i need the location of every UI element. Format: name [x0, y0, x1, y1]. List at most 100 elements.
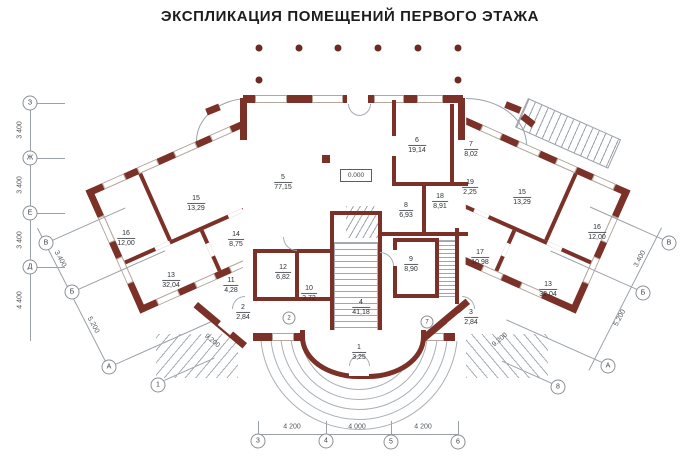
window	[156, 289, 181, 305]
window	[555, 158, 578, 173]
partition	[255, 249, 333, 253]
axis-circle: 3	[250, 433, 266, 449]
axis-circle: В	[38, 235, 54, 251]
partition	[422, 186, 426, 236]
window	[481, 265, 504, 280]
partition	[455, 228, 459, 304]
window	[255, 95, 287, 103]
dimension-tick	[391, 421, 392, 435]
stair-shaft-wall	[378, 211, 382, 335]
window	[417, 95, 443, 103]
axis-circle: Б	[635, 285, 651, 301]
dimension-text: 3.400	[52, 249, 68, 269]
wall	[85, 188, 146, 314]
axis-circle: 2	[282, 311, 296, 325]
dimension-text: 4 400	[16, 291, 24, 309]
axis-circle: А	[101, 359, 117, 375]
axis-leader	[37, 267, 65, 268]
axis-leader	[37, 213, 65, 214]
column-dot	[255, 76, 263, 84]
axis-circle: 8	[550, 379, 566, 395]
partition	[395, 238, 437, 242]
dimension-text: 4 200	[283, 423, 301, 431]
dimension-text: 5.200	[612, 308, 628, 328]
axis-circle: 1	[150, 377, 166, 393]
axis-circle: Б	[64, 284, 80, 300]
dimension-text: 3 400	[16, 231, 24, 249]
partition	[392, 182, 468, 186]
main-staircase	[334, 242, 378, 332]
wall	[569, 188, 630, 314]
partition	[393, 238, 397, 298]
right-porch-steps	[466, 334, 548, 378]
partition	[395, 294, 437, 298]
window	[312, 95, 343, 103]
partition	[435, 238, 439, 298]
elevation-value: 0.000	[347, 172, 365, 179]
dimension-text: 4 000	[348, 423, 366, 431]
partition	[253, 249, 257, 301]
door-opening	[392, 136, 396, 156]
curved-steps	[240, 338, 476, 434]
dimension-text: 4 200	[414, 423, 432, 431]
door-opening	[501, 243, 510, 257]
main-entrance-opening	[347, 95, 368, 103]
column-dot	[255, 44, 263, 52]
elevation-mark: 0.000	[340, 169, 372, 182]
stair-shaft-wall	[330, 211, 334, 335]
door-opening	[473, 209, 489, 219]
column-dot	[414, 44, 422, 52]
axis-circle: 4	[318, 433, 334, 449]
column-dot	[374, 44, 382, 52]
window	[424, 333, 444, 341]
window	[136, 159, 159, 174]
axis-circle: Ж	[22, 150, 38, 166]
door-arc	[462, 296, 475, 309]
partition	[544, 173, 577, 241]
partition	[382, 232, 468, 236]
partition	[255, 297, 333, 301]
axis-leader	[37, 158, 65, 159]
column-dot	[454, 76, 462, 84]
service-stair-hatch	[437, 240, 456, 297]
axis-circle: 6	[450, 434, 466, 450]
door-arc	[349, 355, 360, 366]
axis-circle: З	[22, 95, 38, 111]
axis-circle: Е	[22, 205, 38, 221]
dimension-text: 5.200	[85, 315, 101, 335]
window	[194, 273, 217, 288]
dimension-tick	[258, 421, 259, 435]
partition	[138, 173, 171, 241]
column	[322, 155, 330, 163]
door-arc	[232, 296, 245, 309]
column-dot	[334, 44, 342, 52]
door-opening	[206, 243, 215, 257]
wall-stub-left	[240, 98, 247, 140]
partition	[295, 249, 299, 301]
window	[591, 174, 616, 190]
left-porch-steps	[156, 334, 238, 378]
window	[173, 142, 198, 158]
axis-circle: 5	[383, 434, 399, 450]
window	[272, 333, 294, 341]
axis-circle: 7	[420, 315, 434, 329]
partition	[332, 211, 380, 215]
